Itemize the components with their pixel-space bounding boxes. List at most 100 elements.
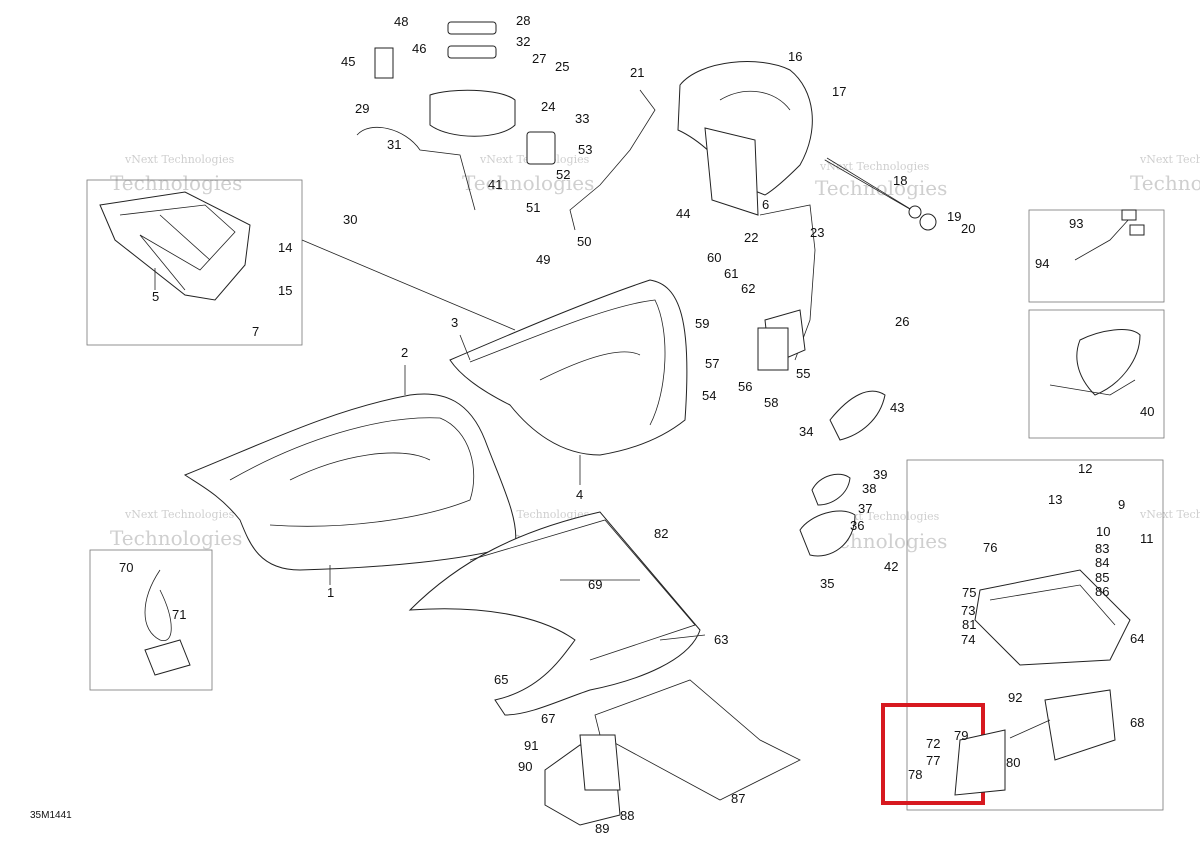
callout-label: 85: [1095, 570, 1109, 585]
callout-labels: 1 2 3 4 5 6 7 9 10 11 12 13 14 15 16 17 …: [119, 13, 1154, 836]
callout-label: 84: [1095, 555, 1109, 570]
callout-label: 59: [695, 316, 709, 331]
watermark: Technologies: [1130, 171, 1200, 195]
callout-label: 87: [731, 791, 745, 806]
callout-label: 93: [1069, 216, 1083, 231]
callout-label: 24: [541, 99, 555, 114]
callout-label: 92: [1008, 690, 1022, 705]
callout-label: 75: [962, 585, 976, 600]
callout-label: 21: [630, 65, 644, 80]
callout-label: 64: [1130, 631, 1144, 646]
callout-label: 26: [895, 314, 909, 329]
watermark: Technologies: [815, 176, 947, 200]
callout-label: 50: [577, 234, 591, 249]
backrest-pad-illustration: [1049, 329, 1141, 396]
callout-label: 55: [796, 366, 810, 381]
callout-label: 62: [741, 281, 755, 296]
callout-label: 27: [532, 51, 546, 66]
callout-label: 57: [705, 356, 719, 371]
callout-label: 3: [451, 315, 458, 330]
callout-label: 49: [536, 252, 550, 267]
callout-label: 16: [788, 49, 802, 64]
callout-label: 36: [850, 518, 864, 533]
floor-panel-illustration: [594, 679, 801, 801]
callout-label: 20: [961, 221, 975, 236]
callout-label: 76: [983, 540, 997, 555]
callout-label: 82: [654, 526, 668, 541]
inset-box-storage: [86, 179, 303, 346]
callout-label: 61: [724, 266, 738, 281]
callout-label: 43: [890, 400, 904, 415]
harness-illustration: [1074, 209, 1145, 261]
watermark: vNext Technologies: [124, 153, 235, 166]
callout-label: 1: [327, 585, 334, 600]
callout-label: 10: [1096, 524, 1110, 539]
footrest-illustration: [757, 327, 886, 557]
callout-label: 17: [832, 84, 846, 99]
callout-label: 74: [961, 632, 975, 647]
callout-label: 15: [278, 283, 292, 298]
callout-label: 48: [394, 14, 408, 29]
callout-label: 44: [676, 206, 690, 221]
callout-label: 73: [961, 603, 975, 618]
callout-label: 38: [862, 481, 876, 496]
callout-label: 80: [1006, 755, 1020, 770]
callout-label: 40: [1140, 404, 1154, 419]
callout-label: 63: [714, 632, 728, 647]
callout-label: 52: [556, 167, 570, 182]
callout-label: 79: [954, 728, 968, 743]
callout-label: 45: [341, 54, 355, 69]
callout-label: 33: [575, 111, 589, 126]
callout-label: 58: [764, 395, 778, 410]
callout-label: 37: [858, 501, 872, 516]
watermark: Technologies: [462, 171, 594, 195]
callout-label: 71: [172, 607, 186, 622]
callout-label: 54: [702, 388, 716, 403]
callout-label: 4: [576, 487, 583, 502]
callout-label: 19: [947, 209, 961, 224]
watermark: Technologies: [110, 526, 242, 550]
callout-label: 60: [707, 250, 721, 265]
support-tube-illustration: [824, 157, 937, 231]
callout-label: 11: [1140, 531, 1154, 546]
callout-label: 70: [119, 560, 133, 575]
callout-label: 35: [820, 576, 834, 591]
callout-label: 72: [926, 736, 940, 751]
frame-illustration: [954, 569, 1131, 796]
callout-label: 31: [387, 137, 401, 152]
inset-box-backrest-pad: [1028, 309, 1165, 439]
callout-label: 77: [926, 753, 940, 768]
callout-label: 25: [555, 59, 569, 74]
rear-seat-illustration: [449, 279, 688, 456]
callout-label: 28: [516, 13, 530, 28]
callout-label: 39: [873, 467, 887, 482]
backrest-illustration: [677, 61, 813, 216]
watermark: vNext Technologies: [1139, 508, 1200, 521]
watermark: vNext Technologies: [124, 508, 235, 521]
callout-label: 14: [278, 240, 292, 255]
callout-label: 78: [908, 767, 922, 782]
front-seat-illustration: [183, 393, 517, 571]
callout-label: 53: [578, 142, 592, 157]
watermark: vNext Technologies: [1139, 153, 1200, 166]
callout-label: 29: [355, 101, 369, 116]
callout-label: 91: [524, 738, 538, 753]
callout-label: 22: [744, 230, 758, 245]
callout-label: 51: [526, 200, 540, 215]
callout-label: 23: [810, 225, 824, 240]
watermark: vNext Technologies: [829, 510, 940, 523]
callout-label: 46: [412, 41, 426, 56]
cable-illustration: [144, 569, 191, 676]
callout-label: 41: [488, 177, 502, 192]
storage-tray-illustration: [99, 191, 251, 301]
leader-lines: [154, 239, 1051, 739]
callout-label: 56: [738, 379, 752, 394]
callout-label: 6: [762, 197, 769, 212]
rear-fairing-illustration: [408, 511, 701, 716]
callout-label: 30: [343, 212, 357, 227]
callout-label: 86: [1095, 584, 1109, 599]
inset-box-harness: [1028, 209, 1165, 303]
callout-label: 18: [893, 173, 907, 188]
callout-label: 34: [799, 424, 813, 439]
